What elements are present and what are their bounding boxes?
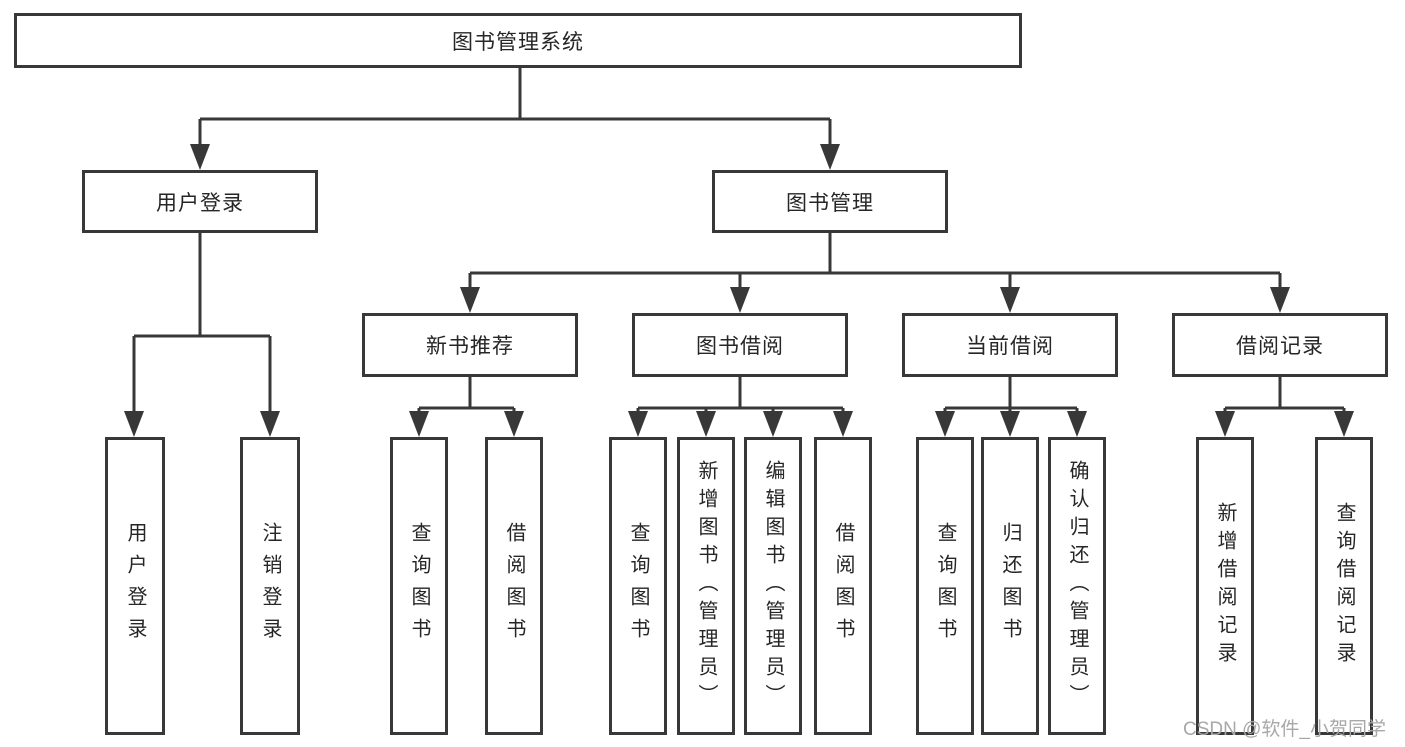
arrowhead-icon bbox=[190, 144, 210, 170]
node-user-login: 用户登录 bbox=[82, 170, 318, 233]
leaf-confirm-return-admin: 确认归还（管理员） bbox=[1048, 437, 1106, 735]
leaf-return-book: 归还图书 bbox=[981, 437, 1039, 735]
node-book-management: 图书管理 bbox=[712, 170, 948, 233]
arrowhead-icon bbox=[409, 411, 429, 437]
leaf-edit-book-admin: 编辑图书（管理员） bbox=[744, 437, 802, 735]
leaf-query-books-recommend: 查询图书 bbox=[390, 437, 448, 735]
node-book-borrow: 图书借阅 bbox=[632, 313, 848, 377]
connector-root bbox=[198, 68, 832, 152]
leaf-query-borrow-record: 查询借阅记录 bbox=[1315, 437, 1373, 735]
connector-new-book-recommend bbox=[417, 377, 516, 425]
connector-book-management bbox=[468, 233, 1282, 295]
leaf-borrow-books-recommend: 借阅图书 bbox=[485, 437, 543, 735]
arrowhead-icon bbox=[1000, 411, 1020, 437]
connector-user-login bbox=[132, 233, 272, 425]
arrowhead-icon bbox=[1000, 287, 1020, 313]
arrowhead-icon bbox=[730, 287, 750, 313]
arrowhead-icon bbox=[833, 411, 853, 437]
leaf-add-book-admin: 新增图书（管理员） bbox=[677, 437, 735, 735]
node-new-book-recommend: 新书推荐 bbox=[362, 313, 578, 377]
arrowhead-icon bbox=[820, 144, 840, 170]
leaf-logout: 注销登录 bbox=[240, 437, 300, 735]
arrowhead-icon bbox=[1215, 411, 1235, 437]
leaf-query-books-borrow: 查询图书 bbox=[609, 437, 667, 735]
arrowhead-icon bbox=[763, 411, 783, 437]
leaf-add-borrow-record: 新增借阅记录 bbox=[1196, 437, 1254, 735]
node-current-borrow: 当前借阅 bbox=[902, 313, 1118, 377]
leaf-borrow-books: 借阅图书 bbox=[814, 437, 872, 735]
arrowhead-icon bbox=[1334, 411, 1354, 437]
arrowhead-icon bbox=[935, 411, 955, 437]
watermark: CSDN @软件_小贺同学 bbox=[1183, 719, 1386, 740]
connector-book-borrow bbox=[636, 377, 845, 425]
arrowhead-icon bbox=[1270, 287, 1290, 313]
arrowhead-icon bbox=[696, 411, 716, 437]
leaf-query-books-current: 查询图书 bbox=[916, 437, 974, 735]
arrowhead-icon bbox=[504, 411, 524, 437]
arrowhead-icon bbox=[1067, 411, 1087, 437]
arrowheads bbox=[124, 144, 1354, 437]
node-root: 图书管理系统 bbox=[14, 13, 1022, 68]
arrowhead-icon bbox=[628, 411, 648, 437]
arrowhead-icon bbox=[124, 411, 144, 437]
node-borrow-records: 借阅记录 bbox=[1172, 313, 1388, 377]
arrowhead-icon bbox=[460, 287, 480, 313]
arrowhead-icon bbox=[260, 411, 280, 437]
connector-borrow-records bbox=[1223, 377, 1346, 425]
leaf-user-login: 用户登录 bbox=[105, 437, 165, 735]
